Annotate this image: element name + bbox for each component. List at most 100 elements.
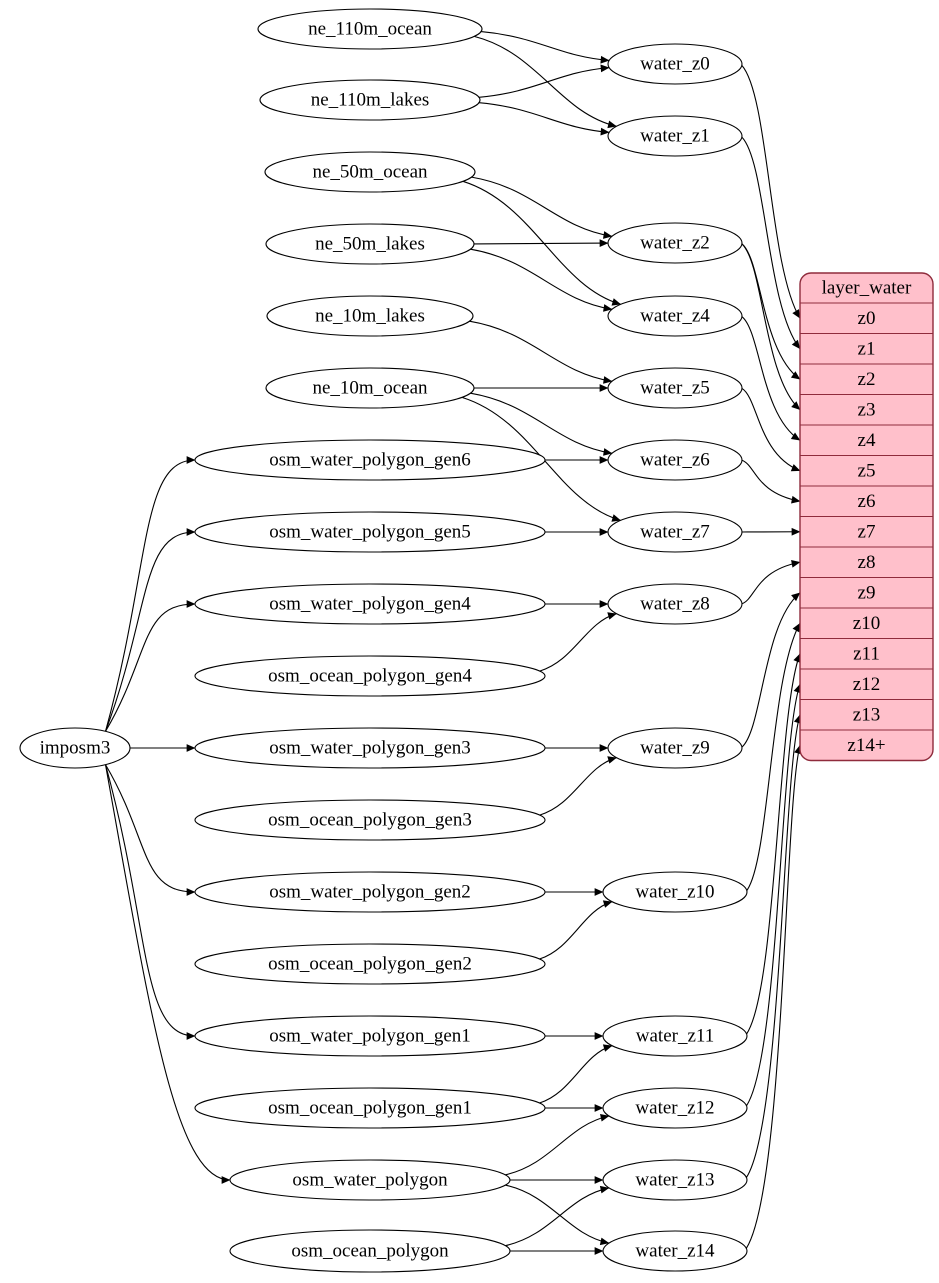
- water_z4-label: water_z4: [640, 306, 710, 327]
- edge-water_z9-to-row-z9: [741, 592, 801, 748]
- ne_110m_ocean-ellipse: [257, 8, 483, 50]
- table-row-z1: z1: [858, 338, 876, 359]
- node-water_z0: water_z0: [607, 43, 743, 85]
- osm_water_polygon_gen5-label: osm_water_polygon_gen5: [269, 522, 471, 543]
- node-ne_10m_ocean: ne_10m_ocean: [265, 367, 475, 409]
- osm_water_polygon-ellipse: [229, 1159, 511, 1201]
- osm_ocean_polygon-ellipse: [229, 1229, 511, 1273]
- table-layer_water: layer_waterz0z1z2z3z4z5z6z7z8z9z10z11z12…: [799, 272, 934, 762]
- ne_50m_lakes-label: ne_50m_lakes: [315, 234, 425, 255]
- water_z9-ellipse: [607, 727, 743, 769]
- osm_water_polygon_gen3-label: osm_water_polygon_gen3: [269, 738, 471, 759]
- edge-osm_ocean_polygon_gen1-to-water_z11: [539, 1044, 613, 1104]
- node-ne_50m_ocean: ne_50m_ocean: [264, 151, 476, 193]
- table-title: layer_water: [822, 278, 912, 299]
- water_z14-ellipse: [602, 1230, 748, 1272]
- edge-ne_50m_lakes-to-water_z4: [470, 248, 613, 312]
- edge-water_z4-to-row-z4: [741, 316, 801, 441]
- edge-water_z6-to-row-z6: [741, 459, 801, 504]
- edge-osm_water_polygon-to-water_z12: [505, 1113, 610, 1176]
- water_z11-ellipse: [602, 1015, 748, 1057]
- osm_water_polygon_gen1-ellipse: [194, 1015, 546, 1057]
- edge-ne_50m_ocean-to-water_z2: [471, 176, 613, 239]
- osm_water_polygon_gen1-label: osm_water_polygon_gen1: [269, 1026, 471, 1047]
- table-layer: layer_waterz0z1z2z3z4z5z6z7z8z9z10z11z12…: [799, 272, 934, 762]
- water_z6-ellipse: [607, 439, 743, 481]
- water_z7-ellipse: [607, 511, 743, 553]
- osm_water_polygon_gen4-ellipse: [194, 583, 546, 625]
- node-ne_10m_lakes: ne_10m_lakes: [266, 295, 474, 337]
- water_z14-label: water_z14: [635, 1241, 715, 1262]
- table-row-z9: z9: [858, 582, 876, 603]
- water_z2-ellipse: [607, 222, 743, 264]
- edge-osm_ocean_polygon-to-water_z13: [505, 1185, 610, 1247]
- water_z0-label: water_z0: [640, 54, 710, 75]
- edge-imposm3-to-osm_water_polygon: [104, 764, 231, 1184]
- table-row-z2: z2: [858, 369, 876, 390]
- osm_water_polygon_gen5-ellipse: [194, 511, 546, 553]
- edge-water_z1-to-row-z1: [741, 136, 801, 350]
- ne_50m_ocean-label: ne_50m_ocean: [312, 162, 428, 183]
- osm_ocean_polygon_gen2-ellipse: [194, 943, 546, 985]
- node-osm_water_polygon_gen2: osm_water_polygon_gen2: [194, 871, 546, 913]
- water_z12-ellipse: [602, 1087, 748, 1129]
- edge-imposm3-to-osm_water_polygon_gen6: [104, 456, 196, 732]
- edge-imposm3-to-osm_water_polygon_gen5: [104, 528, 196, 732]
- edge-osm_water_polygon-to-water_z14: [505, 1184, 610, 1246]
- node-water_z9: water_z9: [607, 727, 743, 769]
- node-osm_water_polygon: osm_water_polygon: [229, 1159, 511, 1201]
- node-water_z8: water_z8: [607, 583, 743, 625]
- edge-water_z11-to-row-z11: [746, 653, 801, 1035]
- node-water_z10: water_z10: [602, 871, 748, 913]
- node-water_z14: water_z14: [602, 1230, 748, 1272]
- table-row-z8: z8: [858, 552, 876, 573]
- edge-water_z2-to-row-z3: [741, 243, 801, 411]
- water_z4-ellipse: [607, 295, 743, 337]
- water_z10-ellipse: [602, 871, 748, 913]
- water_z11-label: water_z11: [636, 1026, 714, 1047]
- table-row-z5: z5: [858, 460, 876, 481]
- osm_ocean_polygon_gen1-ellipse: [194, 1087, 546, 1129]
- table-row-z3: z3: [858, 399, 876, 420]
- table-row-z10: z10: [853, 613, 880, 634]
- table-row-z12: z12: [853, 674, 880, 695]
- osm_water_polygon_gen6-ellipse: [194, 439, 546, 481]
- edge-water_z8-to-row-z8: [741, 559, 801, 605]
- water_z6-label: water_z6: [640, 450, 710, 471]
- node-water_z11: water_z11: [602, 1015, 748, 1057]
- edge-imposm3-to-osm_water_polygon_gen1: [104, 764, 196, 1040]
- node-ne_110m_ocean: ne_110m_ocean: [257, 8, 483, 50]
- edge-water_z10-to-row-z10: [746, 622, 801, 891]
- ne_110m_lakes-ellipse: [259, 79, 481, 121]
- node-osm_water_polygon_gen5: osm_water_polygon_gen5: [194, 511, 546, 553]
- water_z1-ellipse: [607, 115, 743, 157]
- water_z10-label: water_z10: [635, 882, 714, 903]
- ne_110m_ocean-label: ne_110m_ocean: [308, 19, 432, 40]
- edge-osm_ocean_polygon_gen4-to-water_z8: [539, 612, 617, 672]
- water_z2-label: water_z2: [640, 233, 710, 254]
- edge-imposm3-to-osm_water_polygon_gen2: [105, 764, 196, 896]
- node-ne_50m_lakes: ne_50m_lakes: [265, 223, 475, 265]
- osm_water_polygon_gen2-label: osm_water_polygon_gen2: [269, 882, 471, 903]
- ne_50m_ocean-ellipse: [264, 151, 476, 193]
- edge-osm_ocean_polygon_gen3-to-water_z9: [539, 756, 617, 816]
- table-row-z0: z0: [858, 308, 876, 329]
- edge-ne_10m_lakes-to-water_z5: [469, 320, 613, 384]
- water_z8-ellipse: [607, 583, 743, 625]
- water_z9-label: water_z9: [640, 738, 710, 759]
- water_z1-label: water_z1: [640, 126, 710, 147]
- osm_ocean_polygon_gen2-label: osm_ocean_polygon_gen2: [268, 954, 472, 975]
- osm_ocean_polygon_gen3-label: osm_ocean_polygon_gen3: [268, 810, 472, 831]
- edge-ne_110m_lakes-to-water_z0: [478, 64, 610, 98]
- node-osm_water_polygon_gen3: osm_water_polygon_gen3: [194, 727, 546, 769]
- node-water_z6: water_z6: [607, 439, 743, 481]
- node-water_z1: water_z1: [607, 115, 743, 157]
- water_z7-label: water_z7: [640, 522, 710, 543]
- water_z0-ellipse: [607, 43, 743, 85]
- water_z5-label: water_z5: [640, 378, 710, 399]
- edge-osm_ocean_polygon_gen2-to-water_z10: [539, 900, 613, 960]
- edge-ne_50m_ocean-to-water_z4: [462, 180, 622, 306]
- osm_water_polygon_gen3-ellipse: [194, 727, 546, 769]
- node-osm_water_polygon_gen4: osm_water_polygon_gen4: [194, 583, 546, 625]
